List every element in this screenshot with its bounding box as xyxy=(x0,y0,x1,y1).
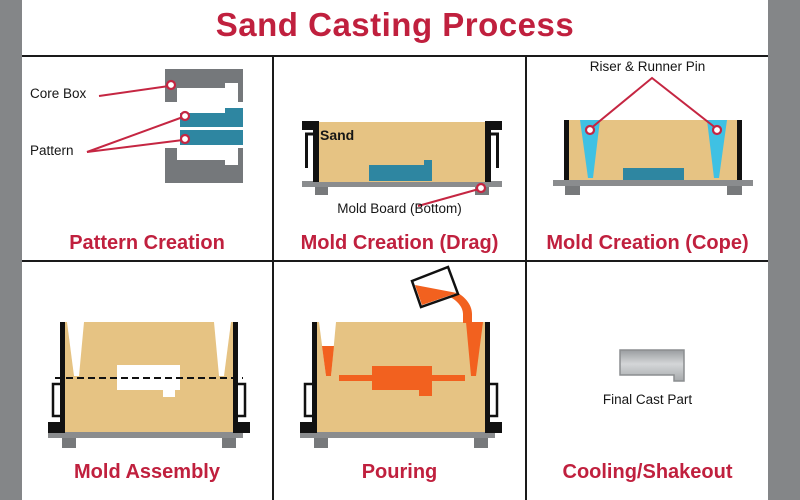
pattern-leader-line-1 xyxy=(86,116,184,153)
clamp-hook-right xyxy=(238,382,247,418)
core-box-label: Core Box xyxy=(30,86,87,101)
flask-hook-right xyxy=(491,132,499,168)
clamp-hook-right xyxy=(490,382,499,418)
board-foot xyxy=(727,186,742,195)
riser-runner-pin-label: Riser & Runner Pin xyxy=(589,59,706,74)
flask-wall-left xyxy=(312,322,317,432)
mold-cope-diagram xyxy=(553,76,753,195)
runner-channel xyxy=(214,322,231,376)
molten-casting-shape xyxy=(372,366,432,396)
final-cast-part-shape xyxy=(619,349,685,382)
leader-dot xyxy=(475,182,487,194)
cooling-shakeout-diagram xyxy=(619,349,685,382)
flask-wall-right xyxy=(485,322,490,432)
column-divider-2 xyxy=(525,57,527,500)
final-cast-part-label: Final Cast Part xyxy=(602,392,693,407)
clamp-hook-left xyxy=(51,382,60,418)
mold-board-shape xyxy=(302,181,502,187)
board-foot xyxy=(565,186,580,195)
riser-pin-shape xyxy=(580,120,600,178)
mold-board-leader-line xyxy=(417,188,480,207)
board-foot xyxy=(62,438,76,448)
flask-flange-left xyxy=(48,422,65,433)
flask-wall-left xyxy=(564,120,569,180)
core-box-bottom-shape xyxy=(165,148,243,183)
panel-caption: Pattern Creation xyxy=(69,232,225,254)
mold-board-label: Mold Board (Bottom) xyxy=(337,201,462,216)
board-foot xyxy=(474,438,488,448)
mold-board-shape xyxy=(553,180,753,186)
column-divider-1 xyxy=(272,57,274,500)
pour-stream xyxy=(448,290,472,323)
clamp-hook-left xyxy=(303,382,312,418)
riser-channel xyxy=(67,322,84,376)
panel-mold-creation-cope: Riser & Runner Pin Mold Creation (Cope) xyxy=(527,57,768,260)
board-foot xyxy=(314,438,328,448)
flask-wall-left xyxy=(60,322,65,432)
pattern-upper-half-shape xyxy=(180,108,243,127)
panel-mold-creation-drag: Sand Mold Board (Bottom) Mold Creation (… xyxy=(274,57,525,260)
panel-caption: Mold Creation (Cope) xyxy=(546,232,749,254)
pouring-diagram xyxy=(300,265,502,448)
panel-caption: Mold Assembly xyxy=(74,461,220,483)
flask-hook-left xyxy=(305,132,313,168)
runner-pin-shape xyxy=(707,120,727,178)
mold-board-shape xyxy=(300,432,495,438)
core-box-top-shape xyxy=(165,69,243,102)
molten-metal-riser xyxy=(322,346,334,376)
pattern-lower-half-shape xyxy=(180,130,243,145)
panel-caption: Mold Creation (Drag) xyxy=(300,232,499,254)
ladle-molten-metal xyxy=(415,285,457,305)
mold-cavity-shape xyxy=(117,365,180,397)
row-divider xyxy=(22,260,768,262)
flask-wall-right xyxy=(737,120,742,180)
page-title: Sand Casting Process xyxy=(215,6,575,43)
sand-label: Sand xyxy=(320,127,355,143)
poster-content: Sand Casting Process Core Box Pattern Pa… xyxy=(22,0,768,500)
core-box-leader-line xyxy=(98,85,170,97)
leader-dot xyxy=(179,133,191,145)
pattern-label: Pattern xyxy=(30,143,74,158)
flask-flange-right xyxy=(485,422,502,433)
leader-dot xyxy=(179,110,191,122)
leader-dot xyxy=(711,124,723,136)
leader-dot xyxy=(584,124,596,136)
flask-flange-right xyxy=(233,422,250,433)
panel-pattern-creation: Core Box Pattern Pattern Creation xyxy=(22,57,272,260)
board-foot xyxy=(315,187,328,195)
panel-pouring: Pouring xyxy=(274,262,525,500)
panel-mold-assembly: Mold Assembly xyxy=(22,262,272,500)
panel-caption: Pouring xyxy=(361,461,438,483)
flask-wall-right xyxy=(233,322,238,432)
panel-caption: Cooling/Shakeout xyxy=(562,461,733,483)
panel-cooling-shakeout: Final Cast Part Cooling/Shakeout xyxy=(527,262,768,500)
leader-dot xyxy=(165,79,177,91)
mold-drag-diagram xyxy=(302,121,502,207)
pattern-leader-line-2 xyxy=(86,139,184,153)
mold-board-shape xyxy=(48,432,243,438)
flask-wall-right xyxy=(485,121,502,182)
flask-wall-left xyxy=(302,121,319,182)
embedded-pattern-shape xyxy=(623,168,684,180)
mold-assembly-diagram xyxy=(48,322,250,448)
board-foot xyxy=(222,438,236,448)
flask-flange-left xyxy=(300,422,317,433)
embedded-pattern-shape xyxy=(369,160,432,181)
molten-metal-runner-channel xyxy=(466,322,483,376)
title-divider xyxy=(22,55,768,57)
pattern-creation-diagram xyxy=(86,69,243,183)
pin-leader-lines xyxy=(589,76,718,130)
